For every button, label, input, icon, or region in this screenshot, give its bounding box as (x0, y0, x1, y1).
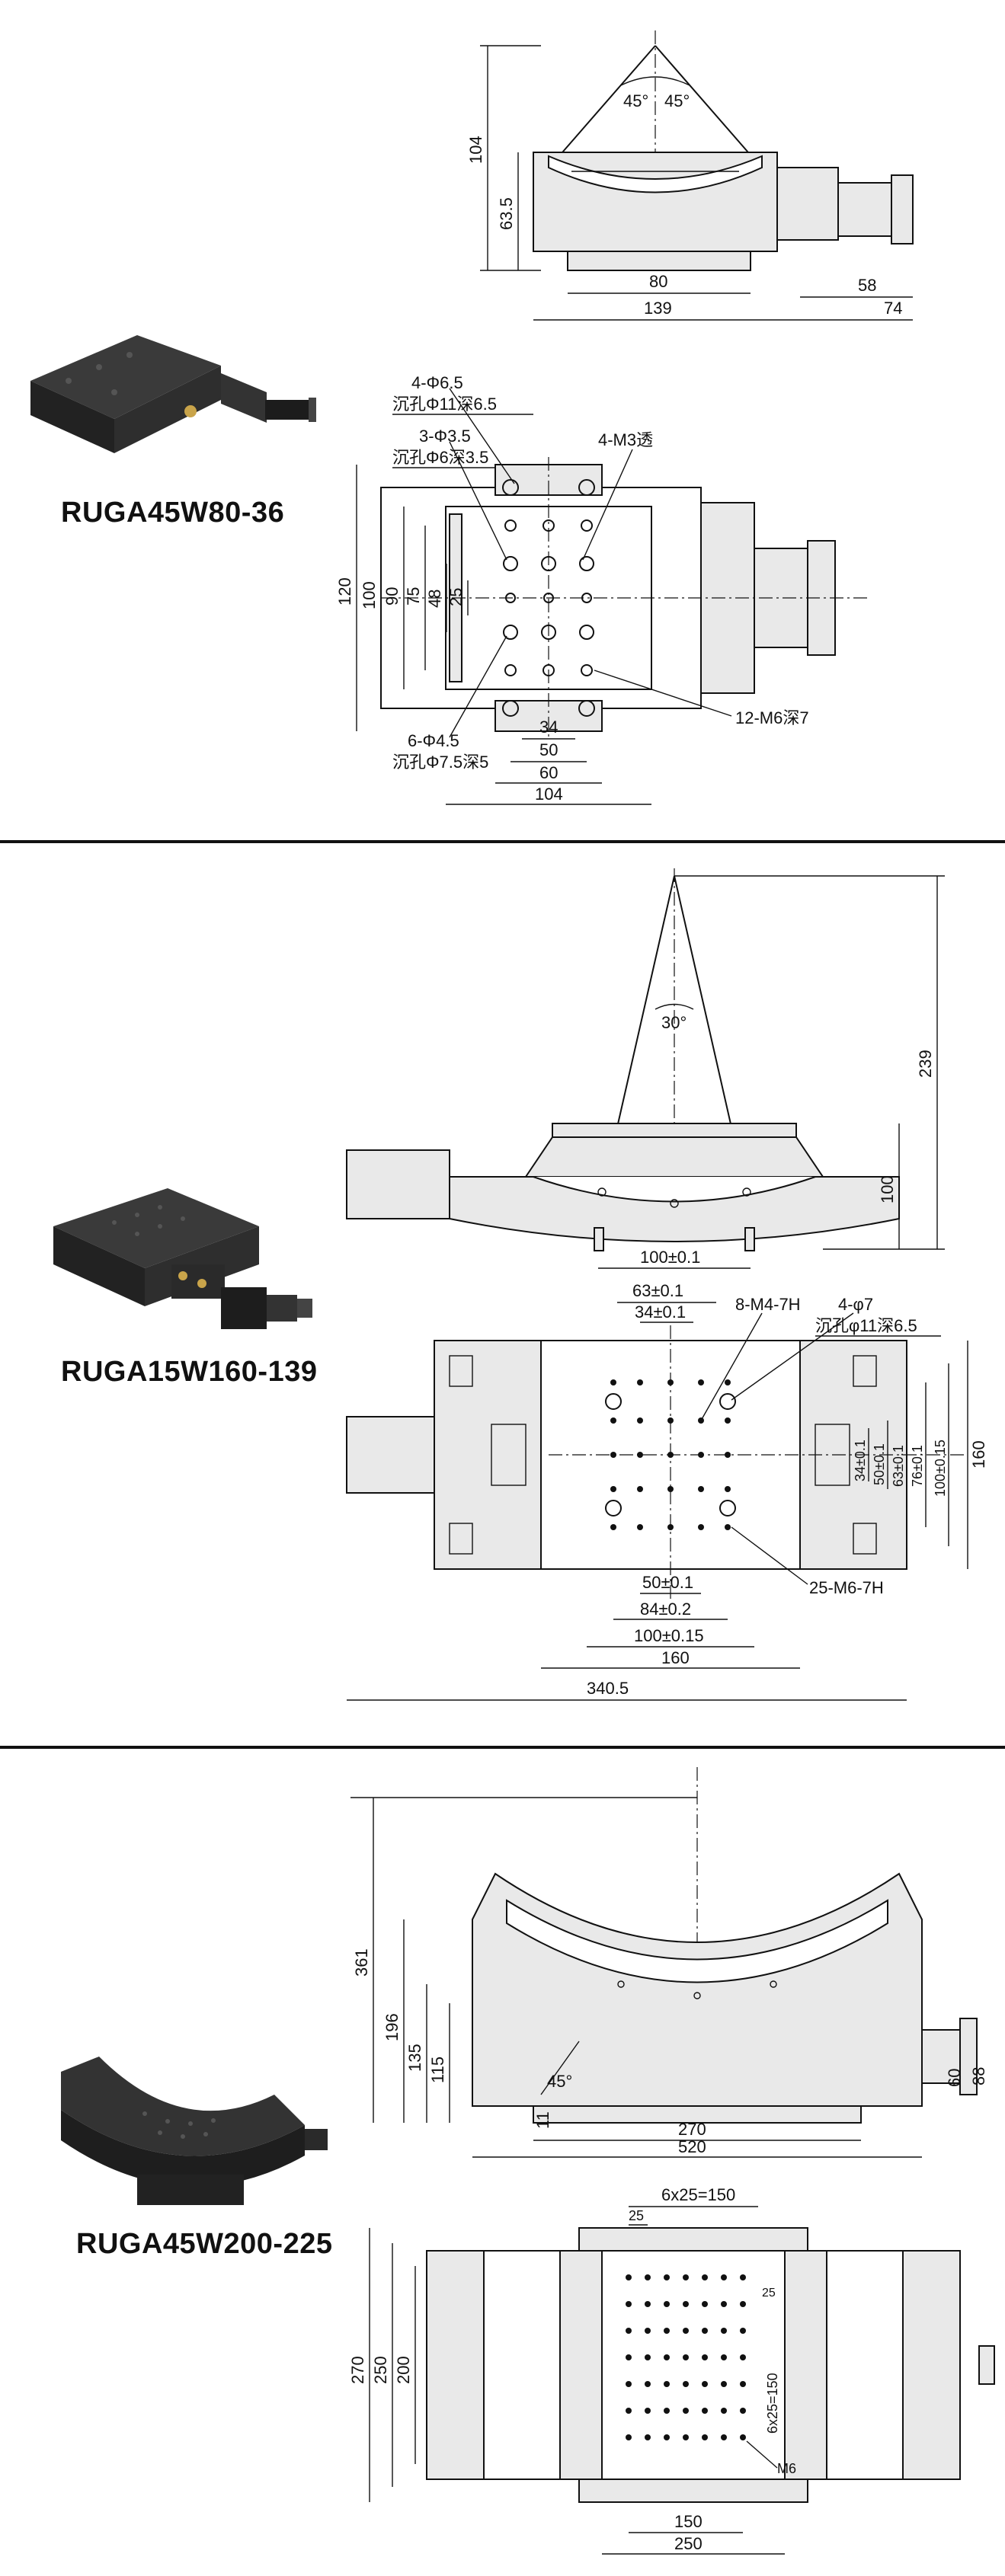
dim-100: 100 (360, 581, 379, 609)
dim-200-top: 200 (394, 2356, 413, 2384)
dim-150-bottom: 150 (674, 2512, 703, 2531)
angle-label-30: 30° (661, 1013, 687, 1032)
dim-239: 239 (916, 1050, 935, 1078)
product-photo-ruga45w200 (61, 2057, 328, 2205)
dim-88: 88 (969, 2067, 988, 2085)
dim-25-top: 25 (629, 2208, 644, 2223)
dim-270-top: 270 (348, 2356, 367, 2384)
callout-12-m6: 12-M6深7 (735, 708, 809, 727)
dim-6x25-top: 6x25=150 (661, 2185, 735, 2204)
dim-60: 60 (539, 763, 558, 782)
dim-340-5: 340.5 (587, 1679, 629, 1698)
top-view-drawing-3: 6x25=150 25 25 6x25=150 M6 270 250 200 1… (348, 2185, 995, 2555)
section-ruga15w160-139: RUGA15W160-139 30° 100±0.1 239 100 63±0.… (0, 845, 1005, 1744)
dim-104: 104 (466, 136, 485, 164)
dim-250-top: 250 (371, 2356, 390, 2384)
hole-pattern-2 (610, 1379, 731, 1530)
callout-6-phi4-5: 6-Φ4.5 (408, 731, 459, 750)
dim-90: 90 (382, 587, 402, 606)
callout-4-m3: 4-M3透 (598, 430, 653, 449)
callout-4-phi6-5: 4-Φ6.5 (411, 373, 463, 392)
dim-v160: 160 (969, 1440, 988, 1469)
dim-34-0-1: 34±0.1 (635, 1302, 686, 1322)
dim-160: 160 (661, 1648, 690, 1667)
dim-139: 139 (644, 299, 672, 318)
top-view-drawing-2: 63±0.1 34±0.1 8-M4-7H 4-φ7 沉孔φ11深6.5 25-… (346, 1281, 988, 1701)
dim-250-bottom: 250 (674, 2534, 703, 2553)
dim-104-top: 104 (535, 785, 563, 804)
section-ruga45w80-36: RUGA45W80-36 45° 45° 104 63.5 80 139 58 … (0, 0, 1005, 838)
dim-63-5: 63.5 (497, 197, 516, 230)
side-view-drawing-3: 270 520 361 196 135 115 45° 11 60 88 (350, 1767, 988, 2158)
dim-100-0-1: 100±0.1 (640, 1248, 700, 1267)
dim-58: 58 (858, 276, 876, 295)
dim-100-0-15: 100±0.15 (634, 1626, 704, 1645)
dim-48: 48 (425, 590, 444, 608)
hole-pattern-1 (502, 479, 595, 717)
dim-270: 270 (678, 2120, 706, 2139)
dim-v63: 63±0.1 (891, 1445, 906, 1487)
model-label: RUGA45W200-225 (76, 2228, 333, 2260)
dim-6x25-right: 6x25=150 (765, 2373, 780, 2434)
product-photo-ruga45w80 (30, 335, 316, 453)
dim-v76: 76±0.1 (910, 1445, 925, 1487)
section-divider-1 (0, 840, 1005, 843)
callout-4-phi7: 4-φ7 (838, 1295, 873, 1314)
dim-74: 74 (884, 299, 902, 318)
dim-v34: 34±0.1 (853, 1440, 868, 1481)
dim-80: 80 (649, 272, 667, 291)
dim-63-0-1: 63±0.1 (632, 1281, 683, 1300)
hole-pattern-3 (626, 2274, 746, 2440)
callout-counterbore-7-5: 沉孔Φ7.5深5 (392, 753, 488, 772)
angle-label-45: 45° (547, 2072, 572, 2091)
callout-3-phi3-5: 3-Φ3.5 (419, 427, 471, 446)
callout-counterbore-11: 沉孔Φ11深6.5 (392, 395, 497, 414)
section-ruga45w200-225: RUGA45W200-225 270 520 361 196 135 115 4… (0, 1752, 1005, 2574)
top-view-drawing-1: 4-Φ6.5 沉孔Φ11深6.5 3-Φ3.5 沉孔Φ6深3.5 4-M3透 (335, 373, 869, 805)
dim-135: 135 (405, 2044, 424, 2072)
dim-361: 361 (352, 1948, 371, 1977)
dim-120: 120 (335, 577, 354, 606)
callout-counterbore-11: 沉孔φ11深6.5 (815, 1316, 917, 1335)
callout-m6: M6 (777, 2461, 796, 2476)
product-photo-ruga15w160 (53, 1188, 312, 1329)
callout-counterbore-6: 沉孔Φ6深3.5 (392, 448, 488, 467)
dim-25: 25 (446, 588, 466, 606)
section-divider-2 (0, 1746, 1005, 1749)
dim-25-right: 25 (762, 2287, 776, 2300)
dim-100-side: 100 (878, 1175, 897, 1203)
dim-75: 75 (404, 587, 423, 606)
dim-520: 520 (678, 2137, 706, 2156)
dim-60: 60 (945, 2069, 964, 2087)
model-label: RUGA15W160-139 (61, 1356, 318, 1388)
dim-196: 196 (382, 2013, 402, 2041)
dim-50: 50 (539, 740, 558, 759)
side-view-drawing-2: 30° 100±0.1 239 100 (346, 868, 945, 1269)
callout-8-m4: 8-M4-7H (735, 1295, 801, 1314)
dim-v100: 100±0.15 (933, 1440, 948, 1497)
model-label: RUGA45W80-36 (61, 497, 285, 529)
side-view-drawing-1: 45° 45° 104 63.5 80 139 58 74 (466, 30, 914, 321)
dim-11: 11 (533, 2111, 552, 2129)
callout-25-m6: 25-M6-7H (809, 1578, 884, 1597)
angle-label-right: 45° (664, 91, 690, 110)
dim-115: 115 (428, 2057, 447, 2083)
dim-84-0-2: 84±0.2 (640, 1600, 691, 1619)
angle-label-left: 45° (623, 91, 648, 110)
dim-34: 34 (539, 718, 558, 737)
dim-v50: 50±0.1 (872, 1443, 887, 1485)
dim-50-0-1: 50±0.1 (642, 1573, 693, 1592)
